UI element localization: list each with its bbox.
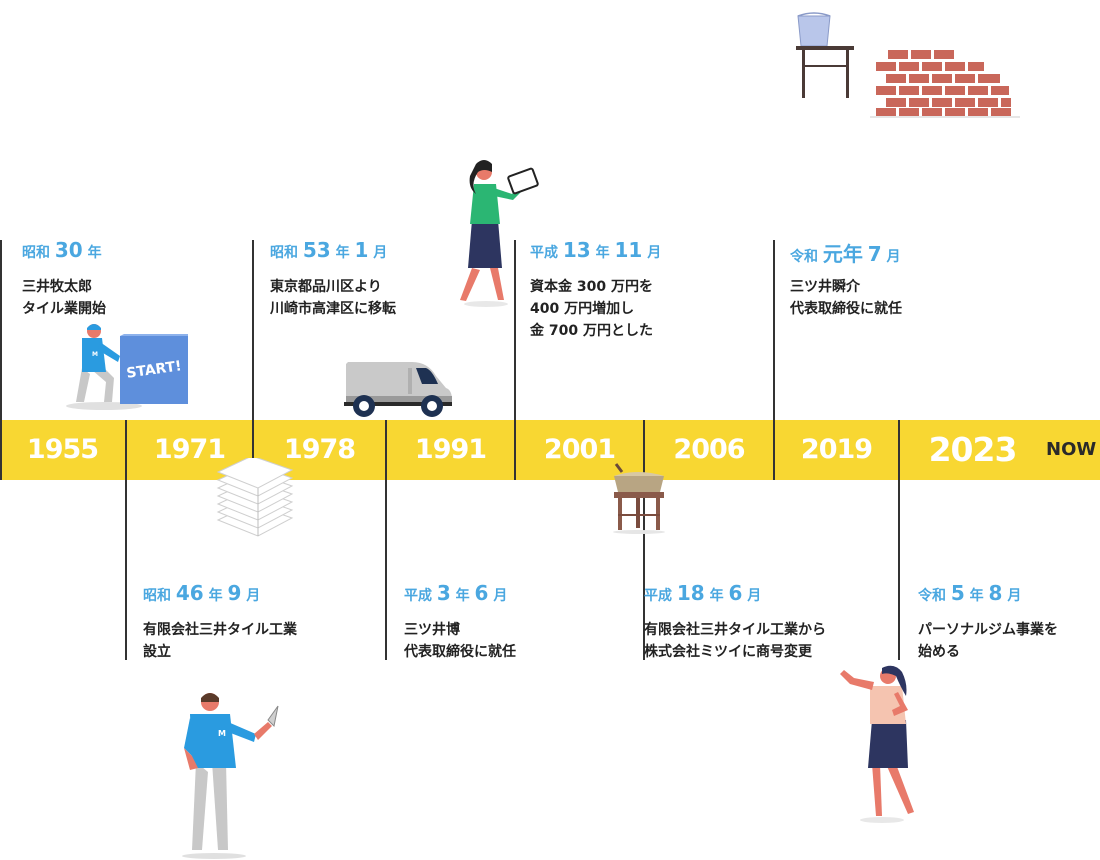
event-1955-date: 昭和 30 年: [22, 238, 102, 262]
event-2001-date: 平成 13 年 11 月: [530, 238, 661, 262]
era-name: 昭和: [143, 588, 171, 604]
era-name: 令和: [790, 249, 818, 265]
shirt-logo: M: [92, 351, 98, 358]
timeline-line-1978: [252, 240, 254, 480]
year-1971: 1971: [153, 434, 226, 465]
month-unit: 月: [886, 249, 901, 265]
month-number: 9: [227, 581, 242, 605]
event-2023-description: パーソナルジム事業を 始める: [918, 622, 1058, 660]
timeline-line-2019: [773, 240, 775, 480]
era-name: 令和: [918, 588, 946, 604]
year-unit: 年: [595, 245, 610, 261]
start-sign-text: START!: [125, 358, 182, 382]
shirt-logo: M: [218, 729, 226, 738]
event-1971-date: 昭和 46 年 9 月: [143, 581, 260, 605]
year-unit: 年: [87, 245, 102, 261]
era-name: 昭和: [22, 245, 50, 261]
event-1991-date: 平成 3 年 6 月: [404, 581, 507, 605]
era-name: 平成: [404, 588, 432, 604]
month-number: 1: [354, 238, 369, 262]
era-year-number: 53: [302, 238, 331, 262]
year-unit: 年: [455, 588, 470, 604]
timeline-line-1971: [125, 420, 127, 660]
man-with-start-sign-illustration: M START!: [66, 324, 188, 410]
month-unit: 月: [747, 588, 762, 604]
band-divider: [898, 420, 900, 480]
year-2023: 2023: [928, 430, 1018, 469]
bucket-on-stand-illustration: [796, 12, 854, 98]
year-unit: 年: [208, 588, 223, 604]
band-divider: [125, 420, 127, 480]
now-label: NOW: [1046, 439, 1097, 460]
event-2019-date: 令和 元年 7 月: [790, 238, 901, 267]
event-2019-description: 三ツ井瞬介 代表取締役に就任: [790, 279, 902, 317]
band-divider: [773, 420, 775, 480]
timeline-band: [0, 420, 1100, 480]
timeline-line-1991: [385, 420, 387, 660]
year-unit: 年: [969, 588, 984, 604]
year-unit: 年: [335, 245, 350, 261]
tool-basket-on-stool-illustration: [613, 463, 665, 534]
month-unit: 月: [1007, 588, 1022, 604]
woman-gesturing-illustration: [840, 665, 914, 823]
timeline-line-2006: [643, 420, 645, 660]
year-1991: 1991: [414, 434, 487, 465]
band-divider: [0, 420, 2, 480]
month-number: 11: [614, 238, 643, 262]
band-divider: [514, 420, 516, 480]
year-2006: 2006: [673, 434, 745, 465]
era-name: 平成: [644, 588, 672, 604]
band-divider: [385, 420, 387, 480]
event-1971-description: 有限会社三井タイル工業 設立: [143, 622, 297, 660]
timeline-line-1955: [0, 240, 2, 480]
event-1991-description: 三ツ井博 代表取締役に就任: [404, 622, 516, 660]
era-name: 平成: [530, 245, 558, 261]
van-illustration: [344, 362, 452, 417]
month-unit: 月: [246, 588, 261, 604]
band-divider: [643, 420, 645, 480]
era-year-number: 3: [436, 581, 451, 605]
month-number: 6: [474, 581, 489, 605]
event-2006-description: 有限会社三井タイル工業から 株式会社ミツイに商号変更: [644, 622, 826, 660]
year-1955: 1955: [26, 434, 99, 465]
year-1978: 1978: [283, 434, 356, 465]
timeline-line-2023: [898, 420, 900, 660]
era-year-number: 18: [676, 581, 705, 605]
year-2019: 2019: [800, 434, 873, 465]
brick-wall-illustration: [870, 50, 1020, 118]
timeline-line-2001: [514, 240, 516, 480]
event-1955-description: 三井牧太郎 タイル業開始: [22, 279, 106, 317]
event-2023-date: 令和 5 年 8 月: [918, 581, 1021, 605]
month-unit: 月: [647, 245, 662, 261]
event-1978-description: 東京都品川区より 川崎市高津区に移転: [270, 279, 396, 317]
month-number: 7: [867, 242, 882, 266]
month-unit: 月: [373, 245, 388, 261]
month-unit: 月: [493, 588, 508, 604]
woman-with-clipboard-illustration: [460, 160, 539, 307]
event-1978-date: 昭和 53 年 1 月: [270, 238, 387, 262]
man-with-trowel-illustration: M: [182, 693, 279, 859]
band-divider: [252, 420, 254, 480]
era-year-number: 13: [562, 238, 591, 262]
year-2001: 2001: [543, 434, 616, 465]
era-year-number: 元年: [822, 242, 863, 266]
year-unit: 年: [709, 588, 724, 604]
era-year-number: 30: [54, 238, 83, 262]
paper-stack-illustration: [216, 458, 294, 537]
era-year-number: 46: [175, 581, 204, 605]
event-2001-description: 資本金 300 万円を 400 万円増加し 金 700 万円とした: [530, 279, 653, 339]
era-name: 昭和: [270, 245, 298, 261]
era-year-number: 5: [950, 581, 965, 605]
month-number: 6: [728, 581, 743, 605]
month-number: 8: [988, 581, 1003, 605]
event-2006-date: 平成 18 年 6 月: [644, 581, 761, 605]
